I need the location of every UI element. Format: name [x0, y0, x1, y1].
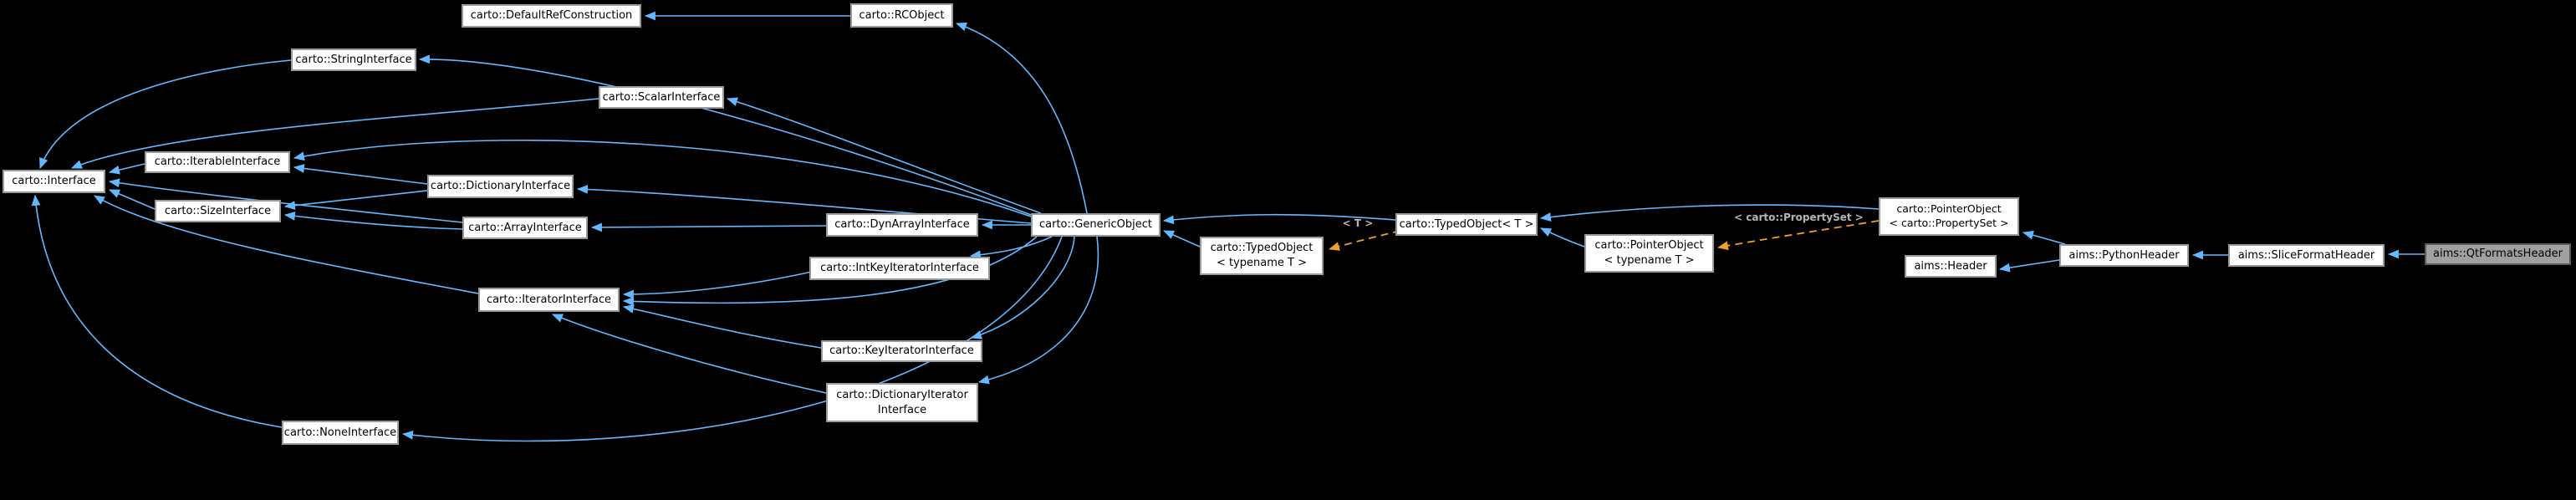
node-carto-interface[interactable]: carto::Interface — [3, 170, 105, 193]
node-carto-generic-object[interactable]: carto::GenericObject — [1031, 213, 1160, 237]
node-carto-array-interface[interactable]: carto::ArrayInterface — [462, 217, 588, 239]
edge-intkeyiterator-to-iteratorinterface — [622, 271, 813, 299]
edge-keyiterator-to-iteratorinterface — [622, 304, 822, 349]
edge-typedobjectt-to-genericobject — [1162, 213, 1396, 225]
node-carto-rc-object[interactable]: carto::RCObject — [850, 3, 953, 28]
node-carto-dyn-array-interface[interactable]: carto::DynArrayInterface — [826, 213, 978, 237]
template-arg-label-t: < T > — [1342, 217, 1374, 229]
template-arg-label-propertyset: < carto::PropertySet > — [1734, 212, 1864, 223]
edge-dictionaryinterface-to-sizeinterface — [283, 190, 428, 211]
edge-noneinterface-to-interface — [31, 194, 283, 428]
edge-arrayinterface-to-sizeinterface — [283, 212, 463, 230]
edge-genericobject-to-iteratorinterface — [622, 236, 1038, 306]
edge-template-instantiation-t — [1328, 230, 1401, 251]
node-carto-dictionary-interface[interactable]: carto::DictionaryInterface — [427, 175, 574, 198]
edge-pointerobjecttemplate-to-typedobjectt — [1540, 227, 1585, 247]
node-carto-none-interface[interactable]: carto::NoneInterface — [282, 421, 399, 445]
edge-genericobject-to-rcobject — [955, 22, 1088, 214]
node-carto-typed-object-template[interactable]: carto::TypedObject < typename T > — [1200, 237, 1324, 275]
node-aims-python-header[interactable]: aims::PythonHeader — [2059, 244, 2189, 267]
edge-genericobject-to-scalarinterface — [726, 97, 1042, 214]
edge-pythonheader-to-pointerobjectpropertyset — [2022, 230, 2066, 245]
node-carto-typed-object-t[interactable]: carto::TypedObject< T > — [1395, 213, 1538, 236]
node-carto-key-iterator-interface[interactable]: carto::KeyIteratorInterface — [821, 340, 982, 362]
edge-dictionaryiterator-to-iteratorinterface — [551, 314, 827, 394]
node-carto-pointer-object-property-set[interactable]: carto::PointerObject < carto::PropertySe… — [1879, 197, 2019, 236]
edge-typedobjecttemplate-to-genericobject — [1163, 230, 1201, 247]
edge-iterableinterface-to-interface — [108, 163, 145, 175]
edge-dynarrayinterface-to-arrayinterface — [590, 222, 827, 232]
edge-genericobject-to-iterableinterface — [293, 139, 1032, 217]
edge-stringinterface-to-interface — [39, 59, 292, 170]
node-aims-qt-formats-header: aims::QtFormatsHeader — [2425, 243, 2571, 265]
node-carto-scalar-interface[interactable]: carto::ScalarInterface — [599, 86, 724, 109]
edge-genericobject-to-noneinterface — [401, 236, 1063, 442]
node-carto-dictionary-iterator-interface[interactable]: carto::DictionaryIterator Interface — [826, 383, 978, 422]
edge-iteratorinterface-to-interface — [94, 195, 479, 294]
edge-sizeinterface-to-interface — [109, 189, 156, 210]
node-carto-string-interface[interactable]: carto::StringInterface — [291, 48, 416, 71]
edge-genericobject-to-keyiterator — [970, 236, 1075, 339]
node-carto-default-ref-construction[interactable]: carto::DefaultRefConstruction — [462, 4, 641, 28]
edge-scalarinterface-to-interface — [70, 98, 599, 169]
node-carto-int-key-iterator-interface[interactable]: carto::IntKeyIteratorInterface — [809, 257, 990, 280]
node-carto-iterable-interface[interactable]: carto::IterableInterface — [145, 151, 290, 173]
edge-genericobject-to-dictionaryiterator — [977, 236, 1099, 385]
edge-dictionaryinterface-to-iterableinterface — [293, 164, 428, 185]
node-aims-slice-format-header[interactable]: aims::SliceFormatHeader — [2228, 244, 2385, 267]
node-carto-iterator-interface[interactable]: carto::IteratorInterface — [478, 288, 620, 312]
edge-pointerobjectpropertyset-to-typedobjectt — [1539, 204, 1880, 222]
node-aims-header[interactable]: aims::Header — [1905, 255, 1997, 278]
edge-genericobject-to-intkeyiterator — [969, 236, 1053, 260]
edge-template-instantiation-propertyset — [1716, 220, 1880, 251]
node-carto-size-interface[interactable]: carto::SizeInterface — [155, 200, 281, 222]
node-carto-pointer-object-template[interactable]: carto::PointerObject < typename T > — [1584, 234, 1714, 273]
edge-pythonheader-to-aimsheader — [1998, 259, 2060, 273]
